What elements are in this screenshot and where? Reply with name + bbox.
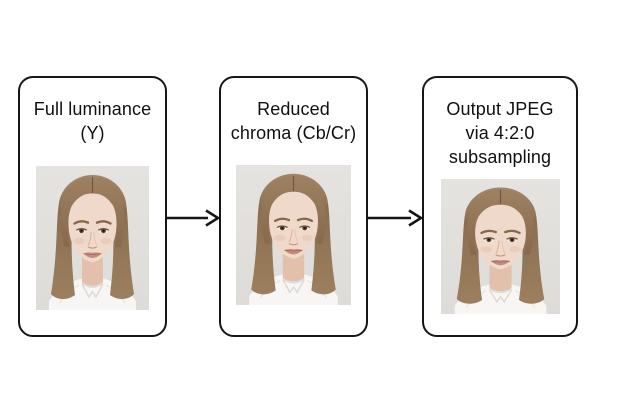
portrait-photo-full-luminance xyxy=(36,166,149,310)
step-label-line: subsampling xyxy=(448,147,552,167)
step-label-line: Reduced xyxy=(257,99,330,119)
step-box-reduced-chroma: Reduced chroma (Cb/Cr) xyxy=(219,76,368,337)
step-label-line: Output JPEG xyxy=(446,99,554,119)
step-box-full-luminance: Full luminance (Y) xyxy=(18,76,167,337)
flow-arrow-2 xyxy=(366,209,424,227)
step-label-reduced-chroma: Reduced chroma (Cb/Cr) xyxy=(221,97,366,145)
portrait-photo-output-jpeg xyxy=(440,179,560,314)
step-label-line: (Y) xyxy=(80,123,105,143)
step-label-output-jpeg: Output JPEG via 4:2:0 subsampling xyxy=(424,97,576,169)
step-label-line: Full luminance xyxy=(33,99,152,119)
flow-arrow-1 xyxy=(166,209,221,227)
step-label-full-luminance: Full luminance (Y) xyxy=(20,97,165,145)
step-label-line: via 4:2:0 xyxy=(465,123,535,143)
portrait-photo-reduced-chroma xyxy=(236,165,351,305)
step-box-output-jpeg: Output JPEG via 4:2:0 subsampling xyxy=(422,76,578,337)
step-label-line: chroma (Cb/Cr) xyxy=(230,123,357,143)
